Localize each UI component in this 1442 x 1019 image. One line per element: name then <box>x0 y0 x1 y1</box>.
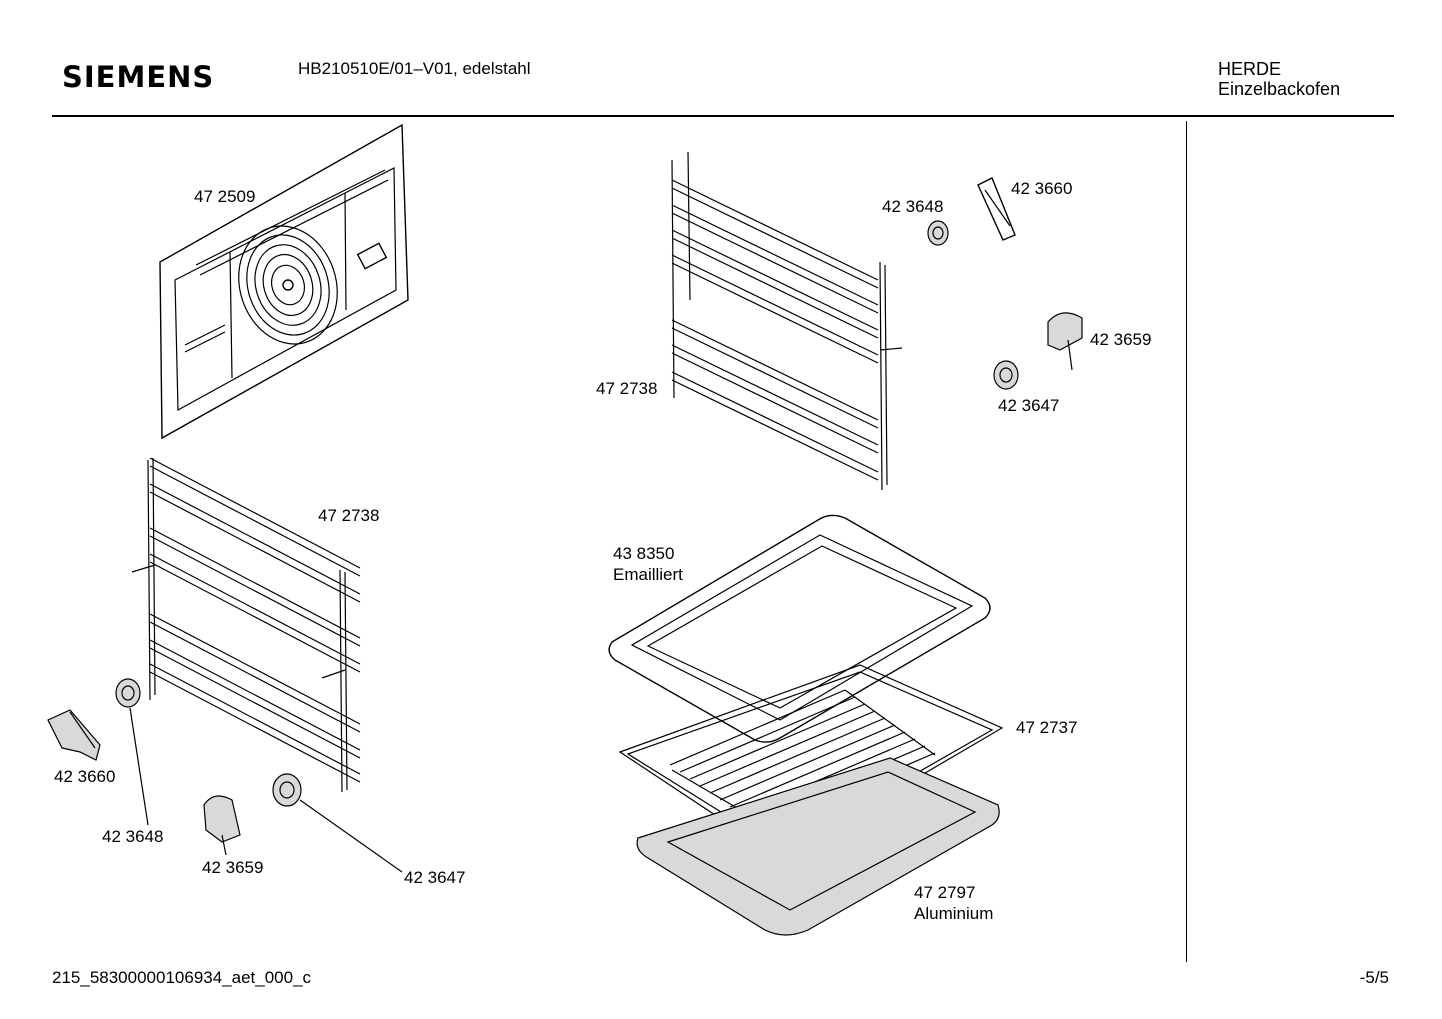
label-tray-enamel-note: Emailliert <box>613 565 683 584</box>
model-title: HB210510E/01–V01, edelstahl <box>298 59 531 78</box>
clip-bottom-drawing <box>47 709 101 761</box>
label-holder-top: 42 3659 <box>1090 330 1151 349</box>
document-id: 215_58300000106934_aet_000_c <box>52 968 312 987</box>
label-tray-enamel-number: 43 8350 <box>613 544 674 563</box>
clip-top-drawing <box>977 177 1016 241</box>
subcategory-label: Einzelbackofen <box>1218 79 1341 99</box>
side-rack-right-drawing <box>671 151 903 491</box>
label-holder-bottom: 42 3659 <box>202 858 263 877</box>
side-rack-left-drawing <box>131 457 361 793</box>
label-cap-bottom: 42 3648 <box>102 827 163 846</box>
label-tray-aluminium-number: 47 2797 <box>914 883 975 902</box>
label-grill-rack: 47 2737 <box>1016 718 1077 737</box>
category-label: HERDE <box>1218 59 1282 79</box>
cap-top-drawing <box>927 220 949 246</box>
label-nut-bottom: 42 3647 <box>404 868 465 887</box>
label-cap-top: 42 3648 <box>882 197 943 216</box>
label-back-panel: 47 2509 <box>194 187 255 206</box>
label-tray-aluminium-note: Aluminium <box>914 904 993 923</box>
nut-top-drawing <box>993 360 1019 390</box>
label-side-rack-right: 47 2738 <box>596 379 657 398</box>
brand-logo: SIEMENS <box>62 60 215 94</box>
label-nut-top: 42 3647 <box>998 396 1059 415</box>
label-side-rack-left: 47 2738 <box>318 506 379 525</box>
holder-bottom-drawing <box>203 795 241 856</box>
cap-bottom-drawing <box>115 678 141 708</box>
header-divider <box>52 115 1394 117</box>
tray-enamel-drawing <box>608 514 991 743</box>
page-number: -5/5 <box>1359 968 1389 987</box>
category-block: HERDE Einzelbackofen <box>1218 59 1340 99</box>
right-column-divider <box>1186 121 1187 962</box>
label-clip-bottom: 42 3660 <box>54 767 115 786</box>
holder-top-drawing <box>1047 312 1083 371</box>
back-panel-drawing <box>159 123 409 440</box>
nut-bottom-drawing <box>272 773 302 807</box>
tray-aluminium-drawing <box>636 757 1000 936</box>
label-clip-top: 42 3660 <box>1011 179 1072 198</box>
